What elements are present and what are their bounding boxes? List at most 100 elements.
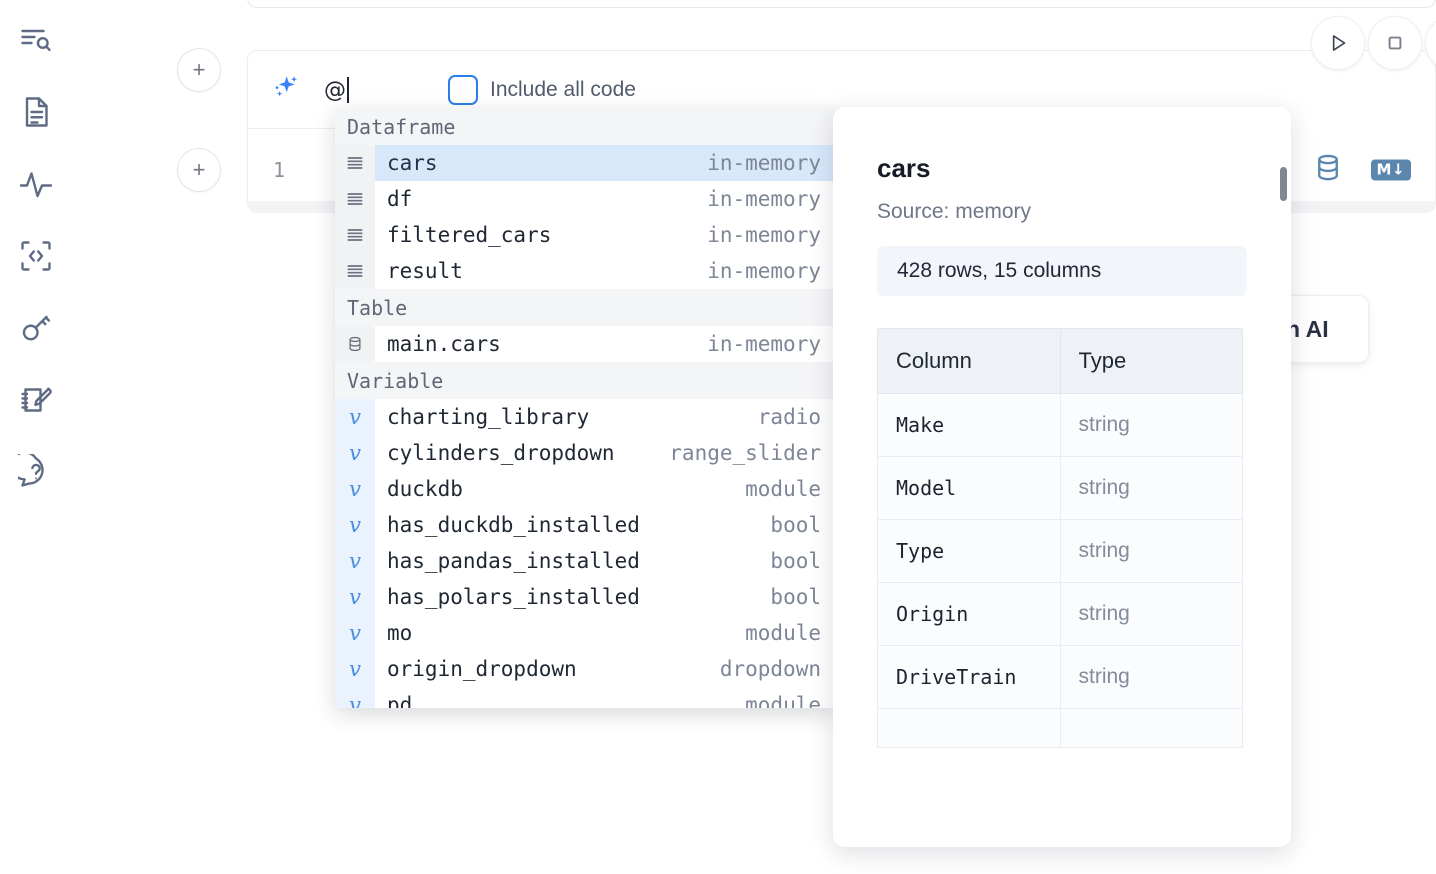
autocomplete-item[interactable]: result in-memory — [335, 253, 835, 289]
variable-icon: v — [335, 651, 375, 687]
preview-shape-badge: 428 rows, 15 columns — [877, 246, 1247, 296]
autocomplete-item-label: has_pandas_installed — [387, 549, 640, 573]
autocomplete-item-meta: bool — [770, 549, 821, 573]
activity-icon[interactable] — [12, 160, 60, 208]
autocomplete-item-label: mo — [387, 621, 413, 645]
autocomplete-item-label: has_polars_installed — [387, 585, 640, 609]
autocomplete-item-meta: in-memory — [707, 259, 821, 283]
autocomplete-item-label: result — [387, 259, 463, 283]
autocomplete-item-meta: in-memory — [707, 151, 821, 175]
cell-column-type: string — [1059, 456, 1243, 520]
notebook-file-icon[interactable] — [12, 88, 60, 136]
autocomplete-item[interactable]: v origin_dropdown dropdown — [335, 651, 835, 687]
cell-column-name: Model — [877, 456, 1061, 520]
autocomplete-item-meta: bool — [770, 513, 821, 537]
add-cell-button-top[interactable]: + — [177, 48, 221, 92]
autocomplete-item-meta: dropdown — [719, 657, 821, 681]
explore-icon[interactable] — [12, 16, 60, 64]
autocomplete-item[interactable]: filtered_cars in-memory — [335, 217, 835, 253]
autocomplete-item-meta: range_slider — [669, 441, 821, 465]
preview-scrollbar[interactable] — [1280, 167, 1287, 201]
help-icon[interactable] — [12, 448, 60, 496]
left-icon-rail — [0, 0, 72, 874]
include-all-code-control[interactable]: Include all code — [448, 75, 636, 105]
autocomplete-item[interactable]: v has_pandas_installed bool — [335, 543, 835, 579]
plus-icon: + — [192, 157, 206, 182]
column-header-type: Type — [1059, 328, 1243, 394]
autocomplete-item[interactable]: v cylinders_dropdown range_slider — [335, 435, 835, 471]
autocomplete-item-meta: in-memory — [707, 332, 821, 356]
cell-column-name: Origin — [877, 582, 1061, 646]
autocomplete-item-meta: module — [745, 621, 821, 645]
autocomplete-item-label: origin_dropdown — [387, 657, 577, 681]
stop-button[interactable] — [1368, 16, 1422, 70]
autocomplete-item-meta: in-memory — [707, 187, 821, 211]
markdown-icon[interactable]: M↓ — [1370, 159, 1411, 180]
autocomplete-item-label: charting_library — [387, 405, 590, 429]
table-row — [877, 708, 1243, 748]
database-icon[interactable] — [1313, 152, 1343, 187]
autocomplete-item-label: main.cars — [387, 332, 501, 356]
autocomplete-item-meta: bool — [770, 585, 821, 609]
ai-prompt-input[interactable]: @ — [324, 76, 349, 103]
dataframe-icon — [335, 181, 375, 217]
code-editor-row[interactable]: 1 M↓ — [248, 129, 1436, 210]
cell-column-name: DriveTrain — [877, 645, 1061, 709]
table-header-row: Column Type — [877, 328, 1243, 394]
cell-column-name — [877, 708, 1061, 748]
autocomplete-item-meta: in-memory — [707, 223, 821, 247]
autocomplete-item-label: has_duckdb_installed — [387, 513, 640, 537]
autocomplete-item[interactable]: main.cars in-memory — [335, 326, 835, 362]
dataframe-icon — [335, 217, 375, 253]
variable-icon: v — [335, 507, 375, 543]
dataframe-icon — [335, 145, 375, 181]
variable-icon: v — [335, 435, 375, 471]
autocomplete-item[interactable]: v has_polars_installed bool — [335, 579, 835, 615]
autocomplete-item[interactable]: v has_duckdb_installed bool — [335, 507, 835, 543]
variable-icon: v — [335, 579, 375, 615]
cell-column-name: Type — [877, 519, 1061, 583]
variable-icon: v — [335, 543, 375, 579]
autocomplete-item-label: duckdb — [387, 477, 463, 501]
add-cell-button-bottom[interactable]: + — [177, 148, 221, 192]
previous-cell-stub — [247, 0, 1436, 8]
ai-chip[interactable]: h AI — [1279, 295, 1369, 363]
autocomplete-item-label: pd — [387, 693, 413, 708]
cell-column-type: string — [1059, 519, 1243, 583]
autocomplete-item-meta: module — [745, 693, 821, 708]
autocomplete-item-label: filtered_cars — [387, 223, 552, 247]
variable-icon: v — [335, 471, 375, 507]
key-icon[interactable] — [12, 304, 60, 352]
autocomplete-item-label: cylinders_dropdown — [387, 441, 615, 465]
cell-column-type — [1059, 708, 1243, 748]
cell-column-type: string — [1059, 645, 1243, 709]
scratchpad-icon[interactable] — [12, 376, 60, 424]
plus-icon: + — [192, 57, 206, 82]
cell-action-icons: M↓ — [1313, 152, 1411, 187]
cell-column-type: string — [1059, 582, 1243, 646]
cell-column-name: Make — [877, 393, 1061, 457]
run-button[interactable] — [1311, 16, 1365, 70]
autocomplete-group-header: Table — [335, 289, 835, 326]
dataframe-preview-panel: cars Source: memory 428 rows, 15 columns… — [833, 107, 1291, 847]
include-all-code-wrap: Include all code — [448, 51, 1436, 129]
column-header-column: Column — [877, 328, 1061, 394]
code-snippet-icon[interactable] — [12, 232, 60, 280]
include-all-code-checkbox[interactable] — [448, 75, 478, 105]
cell-column-type: string — [1059, 393, 1243, 457]
variable-icon: v — [335, 687, 375, 708]
autocomplete-group-header: Variable — [335, 362, 835, 399]
